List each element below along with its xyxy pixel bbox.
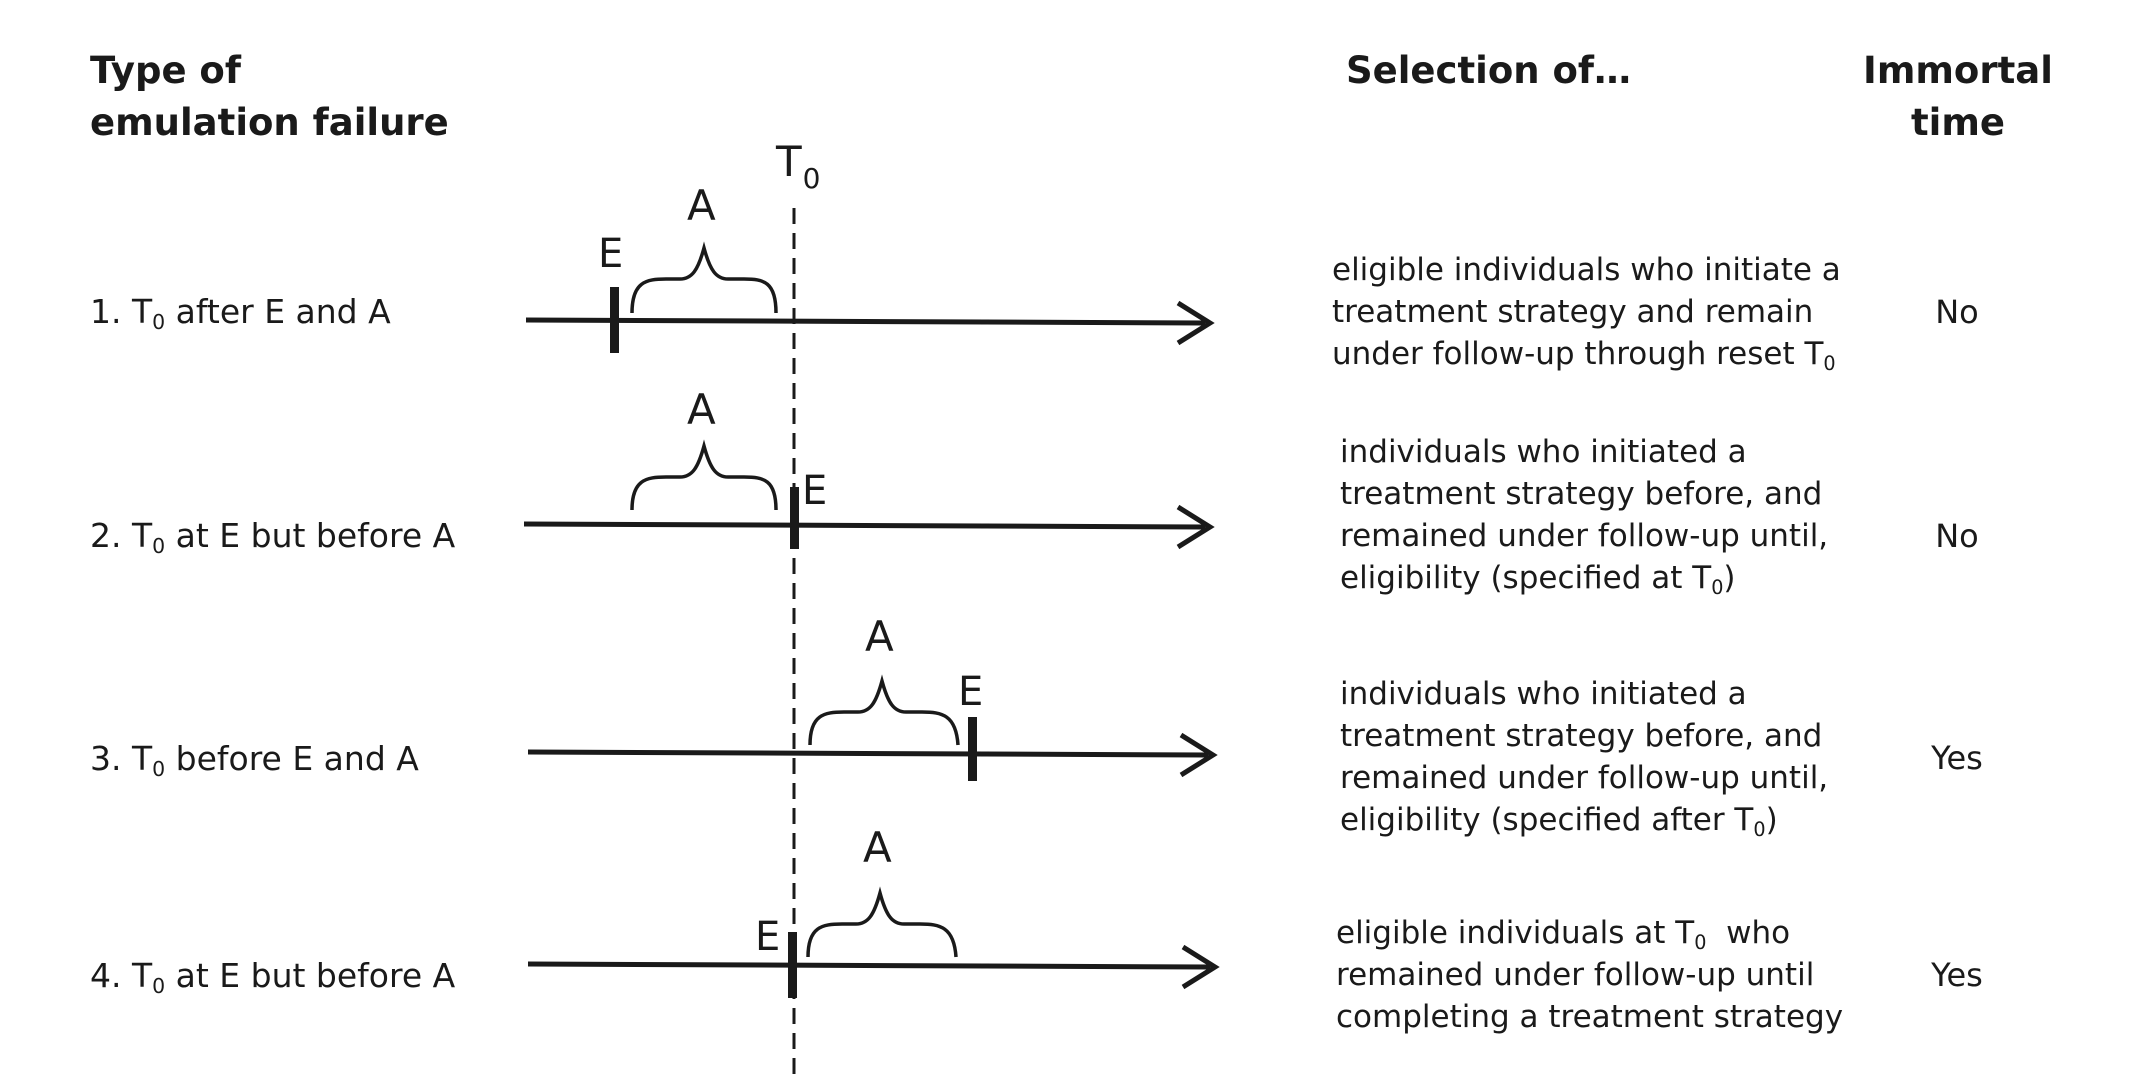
time-axis	[527, 749, 1209, 758]
eligibility-tick	[968, 717, 977, 781]
eligibility-label: E	[755, 914, 780, 960]
eligibility-tick	[610, 287, 619, 353]
header-immortal-time: Immortal time	[1863, 49, 2053, 144]
timeline-row-3: E A	[527, 612, 1218, 781]
time-axis	[525, 317, 1206, 326]
timeline-row-4: E A	[527, 823, 1220, 998]
header-selection-of: Selection of…	[1346, 49, 1631, 92]
row-4-selection-text: eligible individuals at T0 who remained …	[1336, 915, 1844, 1035]
eligibility-label: E	[958, 669, 983, 715]
assignment-label: A	[687, 385, 716, 434]
row-4-immortal-time: Yes	[1931, 956, 1983, 994]
row-2-label: 2. T0 at E but before A	[90, 516, 456, 559]
row-3-immortal-time: Yes	[1931, 739, 1983, 777]
time-axis	[527, 961, 1211, 970]
assignment-label: A	[687, 181, 716, 230]
arrow-head	[1181, 944, 1220, 990]
assignment-brace	[806, 886, 958, 958]
assignment-label: A	[863, 823, 892, 872]
row-4-label: 4. T0 at E but before A	[90, 956, 456, 999]
timeline-row-2: E A	[523, 385, 1215, 550]
header-type-of-emulation-failure: Type of emulation failure	[90, 49, 449, 144]
row-3-selection-text: individuals who initiated a treatment st…	[1340, 676, 1829, 841]
row-3-label: 3. T0 before E and A	[90, 739, 419, 782]
row-1-immortal-time: No	[1935, 293, 1979, 331]
time-zero-label: T0	[775, 137, 820, 195]
eligibility-label: E	[598, 231, 623, 277]
time-axis	[523, 521, 1206, 530]
arrow-head	[1176, 300, 1215, 346]
eligibility-tick	[788, 932, 797, 998]
timeline-row-1: E A	[525, 181, 1215, 353]
eligibility-tick	[790, 487, 799, 549]
assignment-brace	[808, 674, 960, 746]
arrow-head	[1179, 732, 1218, 778]
assignment-brace	[630, 439, 778, 511]
assignment-brace	[630, 241, 778, 314]
arrow-head	[1176, 504, 1215, 550]
row-1-selection-text: eligible individuals who initiate a trea…	[1332, 252, 1841, 375]
row-1-label: 1. T0 after E and A	[90, 292, 391, 335]
assignment-label: A	[865, 612, 894, 661]
row-2-selection-text: individuals who initiated a treatment st…	[1340, 434, 1829, 599]
eligibility-label: E	[802, 468, 827, 514]
row-2-immortal-time: No	[1935, 517, 1979, 555]
